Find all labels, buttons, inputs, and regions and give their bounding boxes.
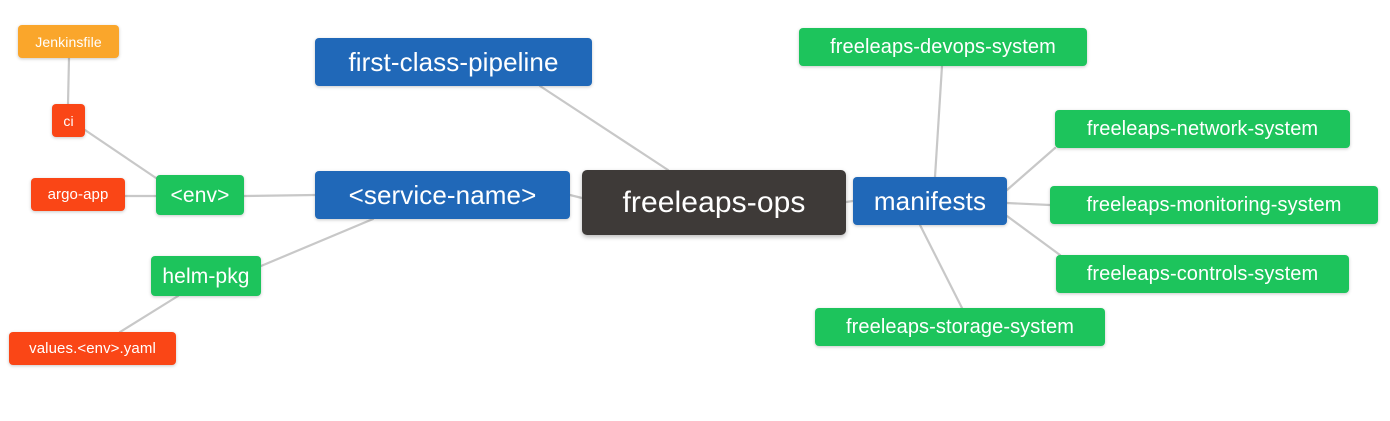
node-helm-pkg[interactable]: helm-pkg bbox=[151, 256, 261, 296]
edge-manifests-network bbox=[1005, 146, 1057, 192]
edge-manifests-monitoring bbox=[1005, 201, 1052, 207]
edge-servicename-root bbox=[568, 193, 584, 200]
edge-pipeline-root bbox=[538, 84, 670, 172]
node-ci[interactable]: ci bbox=[52, 104, 85, 137]
edge-env-servicename bbox=[242, 193, 317, 198]
edge-root-manifests bbox=[844, 199, 855, 204]
node-freeleaps-controls-system[interactable]: freeleaps-controls-system bbox=[1056, 255, 1349, 293]
node-first-class-pipeline[interactable]: first-class-pipeline bbox=[315, 38, 592, 86]
edge-ci-env bbox=[83, 128, 158, 180]
edge-helmpkg-servicename bbox=[259, 217, 375, 268]
edge-manifests-storage bbox=[918, 223, 964, 310]
node-argo-app[interactable]: argo-app bbox=[31, 178, 125, 211]
node-jenkinsfile[interactable]: Jenkinsfile bbox=[18, 25, 119, 58]
node-manifests[interactable]: manifests bbox=[853, 177, 1007, 225]
edge-manifests-devops bbox=[933, 64, 944, 179]
node-freeleaps-devops-system[interactable]: freeleaps-devops-system bbox=[799, 28, 1087, 66]
node-freeleaps-storage-system[interactable]: freeleaps-storage-system bbox=[815, 308, 1105, 346]
node-freeleaps-network-system[interactable]: freeleaps-network-system bbox=[1055, 110, 1350, 148]
edge-valuesyaml-helmpkg bbox=[118, 294, 180, 334]
node-service-name[interactable]: <service-name> bbox=[315, 171, 570, 219]
node-freeleaps-monitoring-system[interactable]: freeleaps-monitoring-system bbox=[1050, 186, 1378, 224]
node-freeleaps-ops[interactable]: freeleaps-ops bbox=[582, 170, 846, 235]
edge-jenkinsfile-ci bbox=[66, 56, 71, 106]
node-values-yaml[interactable]: values.<env>.yaml bbox=[9, 332, 176, 365]
node-env[interactable]: <env> bbox=[156, 175, 244, 215]
